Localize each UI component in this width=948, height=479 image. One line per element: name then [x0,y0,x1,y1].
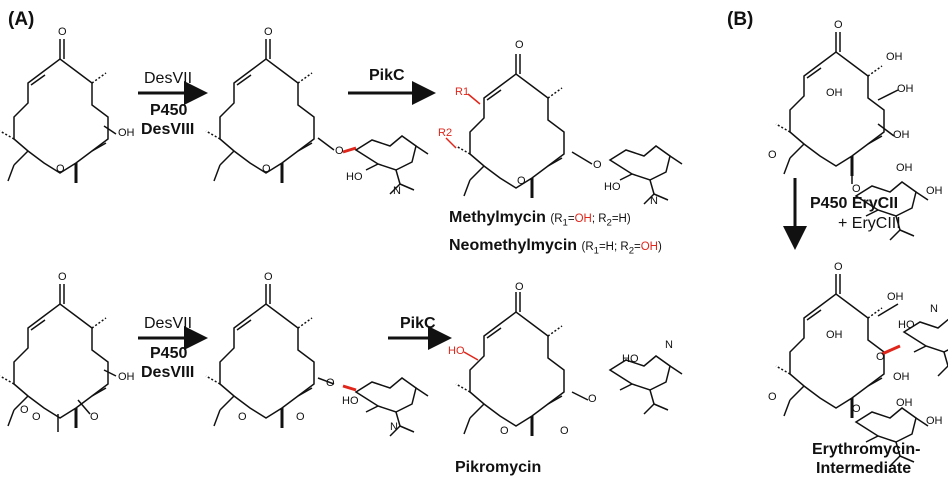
atom-o-5a: O [238,411,247,423]
panel-label-b: (B) [727,9,754,30]
reagent-desvii-2: DesVII [144,315,193,332]
atom-ho-pikro: HO [448,345,465,357]
substrate-erythronolide [774,30,929,241]
reagent-p450-2: P450 [150,345,188,362]
atom-o-5b: O [296,411,305,423]
substrate-narbonolide [0,282,117,432]
glycosidic-bond-3 [881,344,901,356]
reagent-erycii: P450 EryCII [810,195,899,212]
panel-label-a: (A) [8,9,35,30]
atom-oh-7g: OH [926,185,943,197]
atom-o-ketone-1: O [58,26,67,38]
atom-o-lactone-7: O [768,149,777,161]
atom-o-lactone-1: O [56,163,65,175]
atom-oh-1: OH [118,127,135,139]
intermediate-narbomycin [204,282,429,437]
atom-o-6b: O [560,425,569,437]
atom-o-ketone-2: O [264,26,273,38]
atom-r1: R1 [455,86,470,98]
atom-o-ketone-4: O [58,271,67,283]
atom-n-8: N [930,303,938,315]
glycosidic-bond-1 [342,146,357,154]
atom-n-3: N [650,195,658,207]
reagent-pikc-2: PikC [400,315,436,332]
product-label-methylmycin: Methylmycin (R1=OH; R2=H) [449,210,631,228]
atom-o-ketone-8: O [834,261,843,273]
product-label-pikromycin: Pikromycin [455,459,542,476]
atom-oh-8a: OH [887,291,904,303]
atom-oh-8f: OH [926,415,943,427]
methylmycin-condition: (R1=OH; R2=H) [550,213,631,229]
atom-o-glyco-2: O [335,145,344,157]
atom-ho-2: HO [346,171,363,183]
atom-ho-5: HO [342,395,359,407]
product-erythromycin-intermediate [774,272,948,467]
product-label-ery-line2: Intermediate [816,460,912,477]
atom-oh-7f: OH [896,162,913,174]
atom-oh-7b: OH [826,87,843,99]
atom-n-5: N [390,421,398,433]
atom-o-ketone-7: O [834,19,843,31]
product-label-ery-line1: Erythromycin- [812,441,921,458]
atom-oh-8b: OH [826,329,843,341]
glycosidic-bond-2 [342,384,357,392]
atom-n-6: N [665,339,673,351]
atom-ho-8: HO [898,319,915,331]
reagent-desviii-1: DesVIII [141,121,195,138]
atom-n-2: N [393,185,401,197]
reagent-pikc-1: PikC [369,67,405,84]
neomethylmycin-condition: (R1=H; R2=OH) [581,241,662,257]
atom-o-lactone-2: O [262,163,271,175]
atom-oh-7c: OH [897,83,914,95]
atom-o-glyco-8: O [876,351,885,363]
methylmycin-name: Methylmycin [449,209,546,226]
substrate-10-dml [0,37,117,185]
atom-o-lactone-3: O [517,175,526,187]
atom-o-6a: O [500,425,509,437]
atom-o-8d: O [852,403,861,415]
atom-oh-7a: OH [886,51,903,63]
atom-r2: R2 [438,127,453,139]
atom-o-4a: O [32,411,41,423]
atom-ho-3: HO [604,181,621,193]
atom-o-ketone-5: O [264,271,273,283]
intermediate-yc17 [204,37,429,195]
product-label-neomethylmycin: Neomethylmycin (R1=H; R2=OH) [449,238,662,256]
product-methylmycin [445,52,683,205]
reagent-desvii-1: DesVII [144,70,193,87]
reagent-eryciii: + EryCIII [838,215,901,232]
atom-o-glyco-6: O [588,393,597,405]
atom-o-glyco-5: O [326,377,335,389]
product-pikromycin [454,290,683,438]
atom-oh-8e: OH [896,397,913,409]
atom-o-7e: O [852,183,861,195]
atom-o-ketone-3: O [515,39,524,51]
atom-oh-8c: OH [893,371,910,383]
reagent-desviii-2: DesVIII [141,364,195,381]
atom-o-lactone-8: O [768,391,777,403]
atom-oh-4: OH [118,371,135,383]
neomethylmycin-name: Neomethylmycin [449,237,578,254]
atom-o-glyco-3: O [593,159,602,171]
atom-o-ketone-6: O [515,281,524,293]
atom-oh-7d: OH [893,129,910,141]
atom-ho-6: HO [622,353,639,365]
atom-o-lactone-4: O [20,404,29,416]
reagent-p450-1: P450 [150,102,188,119]
atom-o-4b: O [90,411,99,423]
